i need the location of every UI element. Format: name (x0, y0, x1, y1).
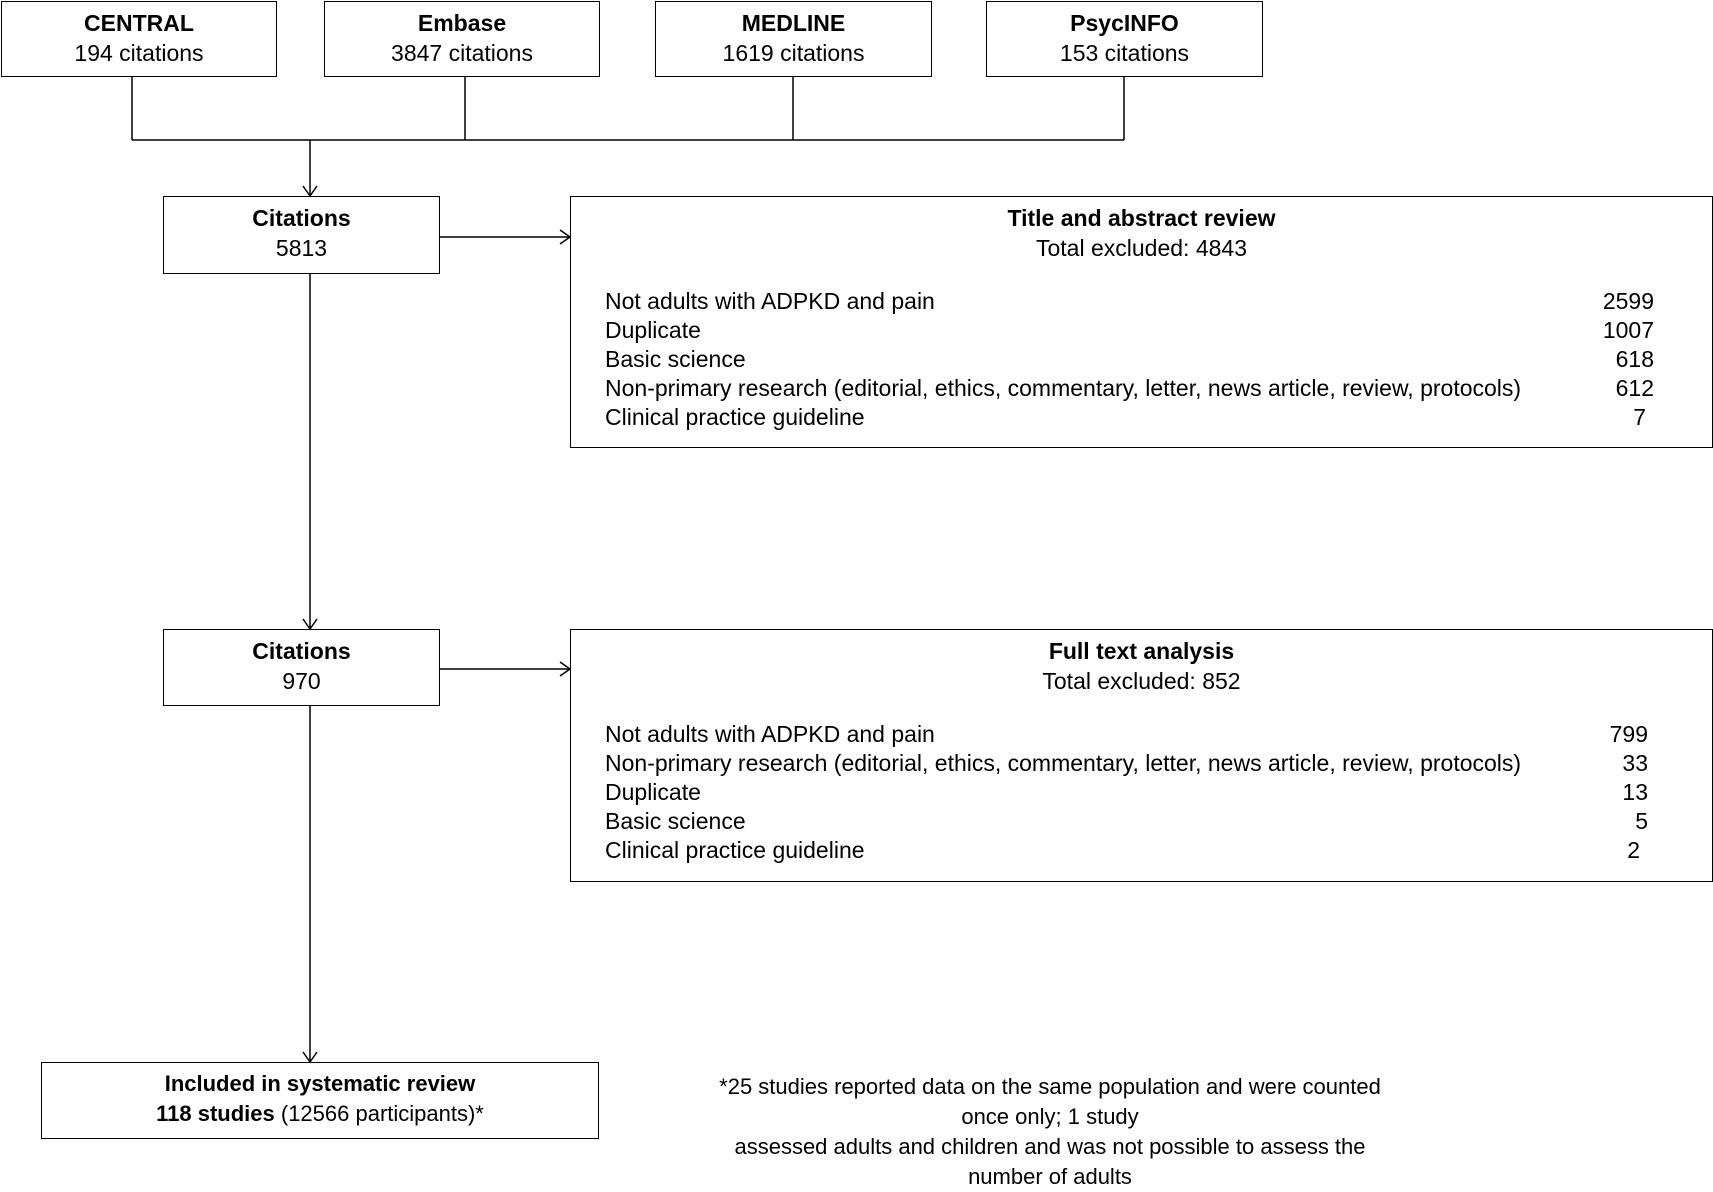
reason-count: 618 (1615, 346, 1654, 372)
footnote-line-1: *25 studies reported data on the same po… (719, 1074, 1381, 1129)
list-item: Duplicate 1007 (605, 316, 1712, 345)
reason-text: Basic science (605, 346, 746, 372)
source-box-medline: MEDLINE 1619 citations (655, 1, 932, 77)
list-item: Clinical practice guideline 7 (605, 403, 1712, 432)
reason-count: 1007 (1602, 317, 1654, 343)
reason-text: Non-primary research (editorial, ethics,… (605, 375, 1522, 401)
citations-label: Citations (252, 638, 351, 664)
source-box-central: CENTRAL 194 citations (1, 1, 277, 77)
citations-value: 5813 (275, 235, 328, 261)
footnote-line-2: assessed adults and children and was not… (734, 1134, 1366, 1189)
full-text-analysis-box: Full text analysis Total excluded: 852 N… (570, 629, 1713, 882)
source-count: 3847 citations (391, 40, 533, 66)
exclusion-total: Total excluded: 4843 (1036, 235, 1247, 261)
source-count: 1619 citations (722, 40, 865, 66)
source-box-embase: Embase 3847 citations (324, 1, 600, 77)
reason-text: Clinical practice guideline (605, 837, 865, 863)
list-item: Not adults with ADPKD and pain 2599 (605, 287, 1712, 316)
included-box: Included in systematic review 118 studie… (41, 1062, 599, 1139)
footnote: *25 studies reported data on the same po… (700, 1072, 1400, 1192)
exclusion-title: Title and abstract review (1007, 205, 1276, 231)
citations-value: 970 (282, 668, 321, 694)
reason-count: 7 (1633, 404, 1646, 430)
list-item: Clinical practice guideline 2 (605, 836, 1712, 865)
exclusion-reasons-list: Not adults with ADPKD and pain 799 Non-pr… (605, 720, 1712, 865)
reason-text: Duplicate (605, 779, 701, 805)
list-item: Duplicate 13 (605, 778, 1712, 807)
reason-count: 612 (1615, 375, 1654, 401)
reason-count: 33 (1622, 750, 1648, 776)
reason-count: 2599 (1602, 288, 1654, 314)
citations-box-1: Citations 5813 (163, 196, 440, 274)
exclusion-reasons-list: Not adults with ADPKD and pain 2599 Dupli… (605, 287, 1712, 432)
reason-count: 2 (1627, 837, 1640, 863)
source-count: 153 citations (1059, 40, 1190, 66)
source-box-psycinfo: PsycINFO 153 citations (986, 1, 1263, 77)
list-item: Non-primary research (editorial, ethics,… (605, 374, 1712, 403)
reason-count: 799 (1609, 721, 1648, 747)
exclusion-total: Total excluded: 852 (1042, 668, 1241, 694)
connector-lines (131, 77, 1125, 1064)
source-name: Embase (417, 10, 507, 36)
source-count: 194 citations (74, 40, 204, 66)
source-name: MEDLINE (741, 10, 846, 36)
citations-box-2: Citations 970 (163, 629, 440, 706)
reason-count: 13 (1622, 779, 1648, 805)
title-abstract-review-box: Title and abstract review Total excluded… (570, 196, 1713, 448)
list-item: Not adults with ADPKD and pain 799 (605, 720, 1712, 749)
included-participants: (12566 participants)* (274, 1101, 484, 1126)
included-studies: 118 studies (156, 1101, 275, 1126)
list-item: Basic science 618 (605, 345, 1712, 374)
reason-text: Not adults with ADPKD and pain (605, 288, 935, 314)
source-name: PsycINFO (1070, 10, 1179, 36)
list-item: Non-primary research (editorial, ethics,… (605, 749, 1712, 778)
list-item: Basic science 5 (605, 807, 1712, 836)
source-name: CENTRAL (84, 10, 194, 36)
reason-text: Clinical practice guideline (605, 404, 865, 430)
reason-text: Duplicate (605, 317, 701, 343)
reason-text: Not adults with ADPKD and pain (605, 721, 935, 747)
citations-label: Citations (252, 205, 351, 231)
reason-text: Basic science (605, 808, 746, 834)
reason-text: Non-primary research (editorial, ethics,… (605, 750, 1522, 776)
included-title: Included in systematic review (164, 1071, 476, 1096)
exclusion-title: Full text analysis (1048, 638, 1235, 664)
reason-count: 5 (1635, 808, 1648, 834)
